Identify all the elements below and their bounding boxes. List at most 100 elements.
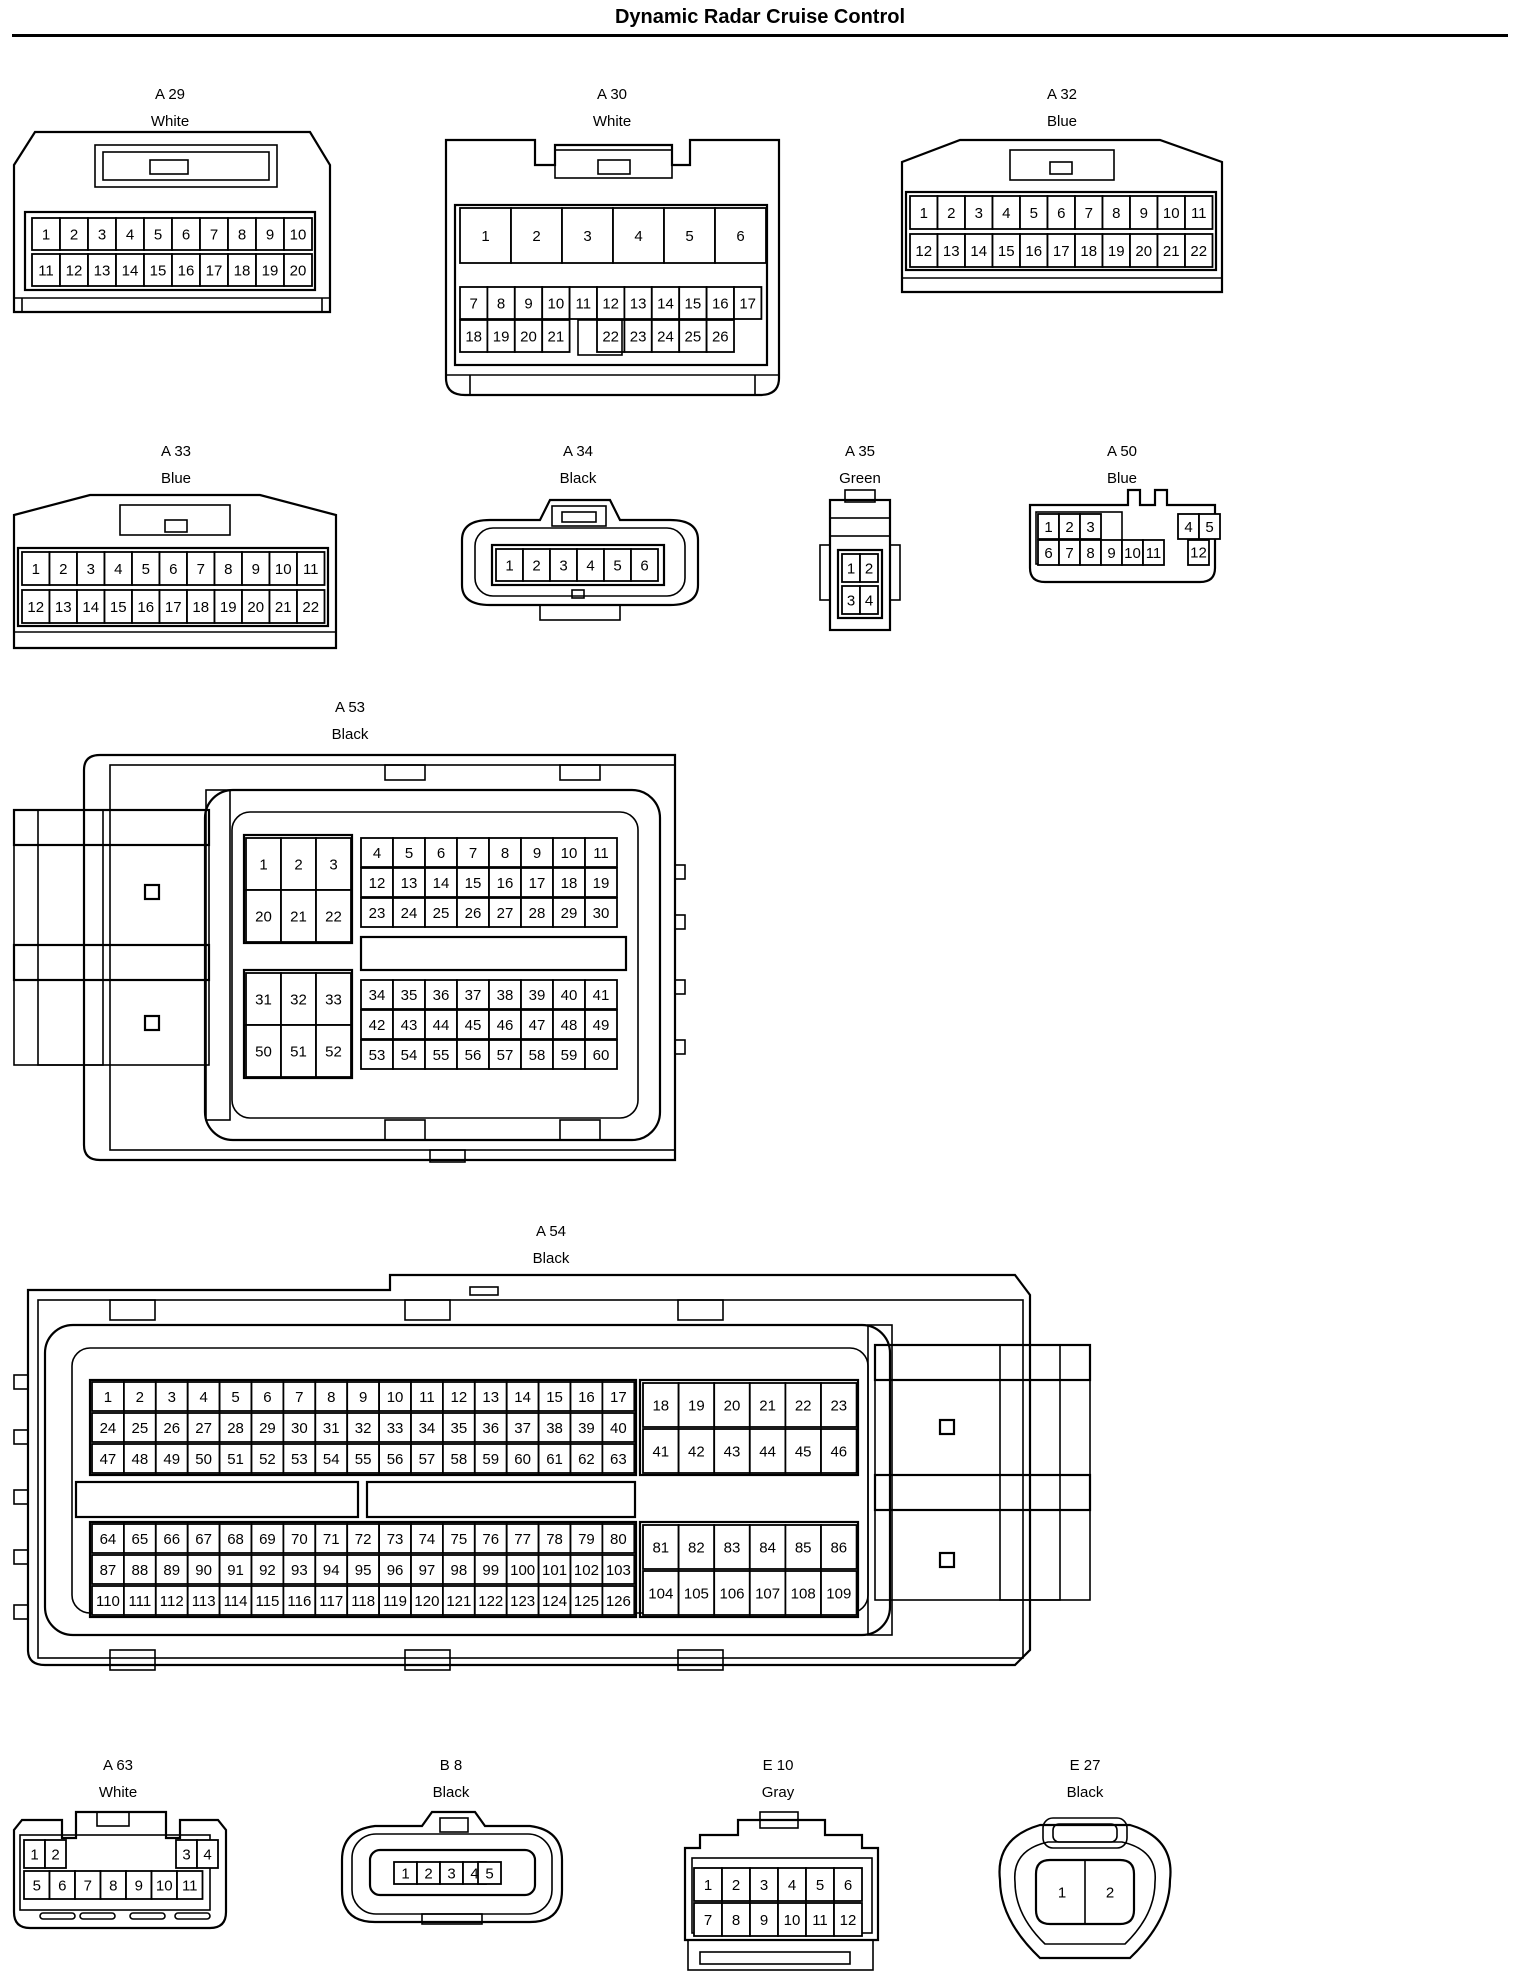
pin-cell [552,1039,586,1070]
housing-outline [453,203,769,367]
pin-number: 17 [610,1389,627,1406]
pin-number: 2 [865,561,873,578]
title-underline [12,34,1508,37]
pin-number: 29 [561,905,578,922]
pin-number: 11 [419,1389,435,1406]
pin-number: 12 [451,1389,468,1406]
pin-cell [1019,233,1049,268]
pin-cell [777,1902,807,1937]
pin-cell [154,1381,189,1412]
pin-number: 3 [182,1847,190,1864]
housing-outline [559,1119,601,1141]
pin-number: 2 [424,1866,432,1883]
pin-number: 120 [414,1593,439,1610]
pin-number: 31 [255,992,272,1009]
pin-number: 102 [574,1562,599,1579]
pin-cell [488,1039,522,1070]
pin-cell [283,217,313,251]
pin-number: 7 [84,1878,92,1895]
housing-outline [439,1817,469,1833]
pin-cell [48,551,78,586]
housing-outline [88,1520,638,1619]
pin-number: 9 [1107,545,1115,562]
pin-cell [909,195,939,230]
pin-cell [315,837,352,891]
pin-number: 1 [481,228,489,245]
pin-number: 10 [290,227,307,244]
pin-number: 93 [291,1562,308,1579]
pin-cell [713,1524,751,1570]
pin-number: 3 [847,593,855,610]
pin-number: 90 [195,1562,212,1579]
pin-number: 52 [259,1451,276,1468]
pin-number: 17 [165,599,182,616]
pin-cell [784,1524,822,1570]
pin-number: 96 [387,1562,404,1579]
pin-cell [218,1523,253,1554]
pin-cell [76,551,106,586]
pin-cell [186,1554,221,1585]
pin-number: 72 [355,1531,372,1548]
pin-number: 29 [259,1420,276,1437]
pin-cell [99,1870,127,1900]
pin-number: 41 [593,987,610,1004]
pin-number: 123 [510,1593,535,1610]
pin-cell [296,551,326,586]
pin-number: 16 [137,599,154,616]
pin-cell [486,286,516,320]
pin-cell [473,1381,508,1412]
connector-id: A 35 [845,443,875,460]
pin-cell [601,1554,636,1585]
pin-cell [424,1009,458,1040]
pin-number: 51 [290,1044,307,1061]
pin-cell [537,1585,572,1616]
pin-cell [991,233,1021,268]
pin-number: 25 [132,1420,149,1437]
pin-number: 22 [795,1398,812,1415]
pin-cell [642,1382,680,1428]
pin-cell [315,972,352,1026]
pin-number: 19 [493,329,510,346]
pin-number: 19 [688,1398,705,1415]
pin-cell [360,897,394,928]
pin-number: 61 [546,1451,563,1468]
pin-number: 124 [542,1593,567,1610]
pin-number: 15 [685,296,702,313]
pin-cell [1184,195,1214,230]
pin-number: 68 [227,1531,244,1548]
housing-outline [674,914,686,930]
pin-number: 1 [401,1866,409,1883]
pin-number: 125 [574,1593,599,1610]
pin-number: 80 [610,1531,627,1548]
pin-number: 22 [325,909,342,926]
pin-cell [196,1839,219,1869]
pin-number: 21 [275,599,292,616]
pin-number: 9 [533,845,541,862]
housing-outline [102,151,270,181]
housing-outline [836,548,884,620]
pin-number: 6 [844,1877,852,1894]
housing-outline [384,764,426,781]
pin-cell [280,1024,317,1078]
pin-cell [227,253,257,287]
housing-outline [674,979,686,995]
pin-number: 1 [920,205,928,222]
connector-color: Green [839,470,881,487]
pin-number: 7 [1065,545,1073,562]
pin-number: 20 [247,599,264,616]
pin-cell [392,867,426,898]
pin-number: 54 [323,1451,340,1468]
pin-cell [456,1039,490,1070]
pin-cell [91,1554,125,1585]
pin-number: 7 [704,1912,712,1929]
housing-outline [119,504,231,536]
pin-number: 1 [704,1877,712,1894]
pin-cell [510,207,563,264]
pin-number: 46 [497,1017,514,1034]
connector-color: Black [533,1250,570,1267]
pin-number: 28 [227,1420,244,1437]
pin-number: 49 [163,1451,180,1468]
